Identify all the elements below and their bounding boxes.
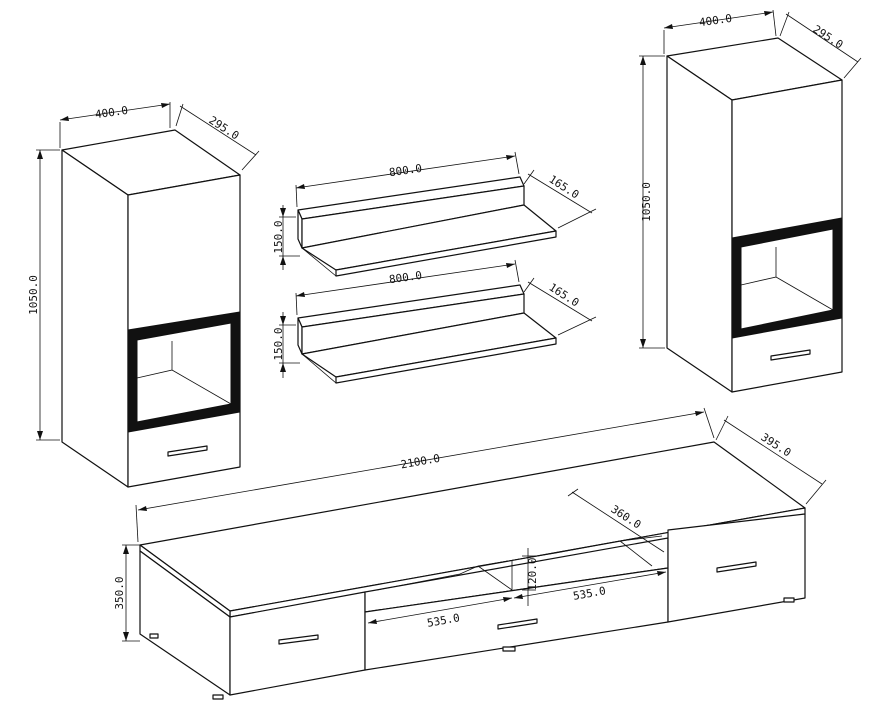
left-cabinet-side	[61, 149, 129, 488]
tv-stand-niche-right-label: 535.0	[572, 584, 607, 603]
tv-stand-depth-dim	[723, 419, 823, 485]
tv-stand-center-handle	[497, 618, 538, 630]
upper-shelf-depth-dim	[527, 173, 593, 214]
upper-shelf-depth-label: 165.0	[546, 173, 581, 202]
tv-stand-foot	[149, 633, 159, 639]
tv-stand	[139, 441, 806, 700]
lower-shelf	[297, 284, 557, 384]
upper-shelf-length-dim	[295, 155, 516, 189]
left-cabinet-height-label: 1050.0	[27, 275, 40, 315]
tv-stand-niche-height-label: 120.0	[526, 557, 539, 590]
tv-stand-left-handle	[278, 634, 319, 645]
left-cabinet-width-dim	[59, 103, 171, 121]
upper-shelf-height-label: 150.0	[272, 220, 285, 253]
tv-stand-right-handle	[716, 561, 757, 573]
upper-shelf	[297, 176, 557, 277]
lower-shelf-length-label: 800.0	[388, 269, 423, 286]
tv-stand-length-label: 2100.0	[400, 452, 441, 472]
left-cabinet	[61, 129, 241, 488]
left-cabinet-niche-floor	[171, 369, 232, 405]
upper-shelf-length-label: 800.0	[388, 162, 423, 179]
right-cabinet-width-dim	[663, 11, 774, 29]
tv-stand-niche-right-dim	[513, 571, 667, 599]
lower-shelf-board-front	[335, 337, 557, 384]
left-cabinet-depth-dim	[179, 105, 257, 156]
right-cabinet-depth-dim	[785, 13, 859, 63]
right-cabinet	[666, 37, 843, 393]
right-cabinet-height-label: 1050.0	[640, 182, 653, 222]
tv-stand-inner-depth-dim	[571, 491, 665, 553]
left-cabinet-width-label: 400.0	[94, 104, 129, 121]
upper-shelf-board-front	[335, 230, 557, 277]
right-cabinet-niche-floor	[775, 276, 834, 311]
right-cabinet-side	[666, 55, 733, 393]
tv-stand-niche-left-dim	[367, 597, 513, 624]
right-cabinet-drawer-handle	[770, 349, 811, 361]
left-cabinet-depth-label: 295.0	[206, 114, 241, 143]
tv-stand-foot	[783, 597, 795, 603]
lower-shelf-depth-label: 165.0	[546, 281, 581, 310]
tv-stand-foot	[502, 646, 516, 652]
lower-shelf-depth-dim	[527, 281, 593, 322]
tv-stand-depth-label: 395.0	[758, 431, 793, 460]
right-cabinet-depth-label: 295.0	[810, 23, 845, 52]
tv-stand-length-dim	[137, 411, 705, 511]
lower-shelf-length-dim	[295, 263, 516, 297]
tv-stand-niche-left-label: 535.0	[426, 611, 461, 630]
lower-shelf-height-label: 150.0	[272, 327, 285, 360]
tv-stand-foot	[212, 694, 224, 700]
left-cabinet-drawer-handle	[167, 445, 208, 457]
right-cabinet-width-label: 400.0	[698, 12, 733, 29]
tv-stand-height-label: 350.0	[113, 576, 126, 609]
